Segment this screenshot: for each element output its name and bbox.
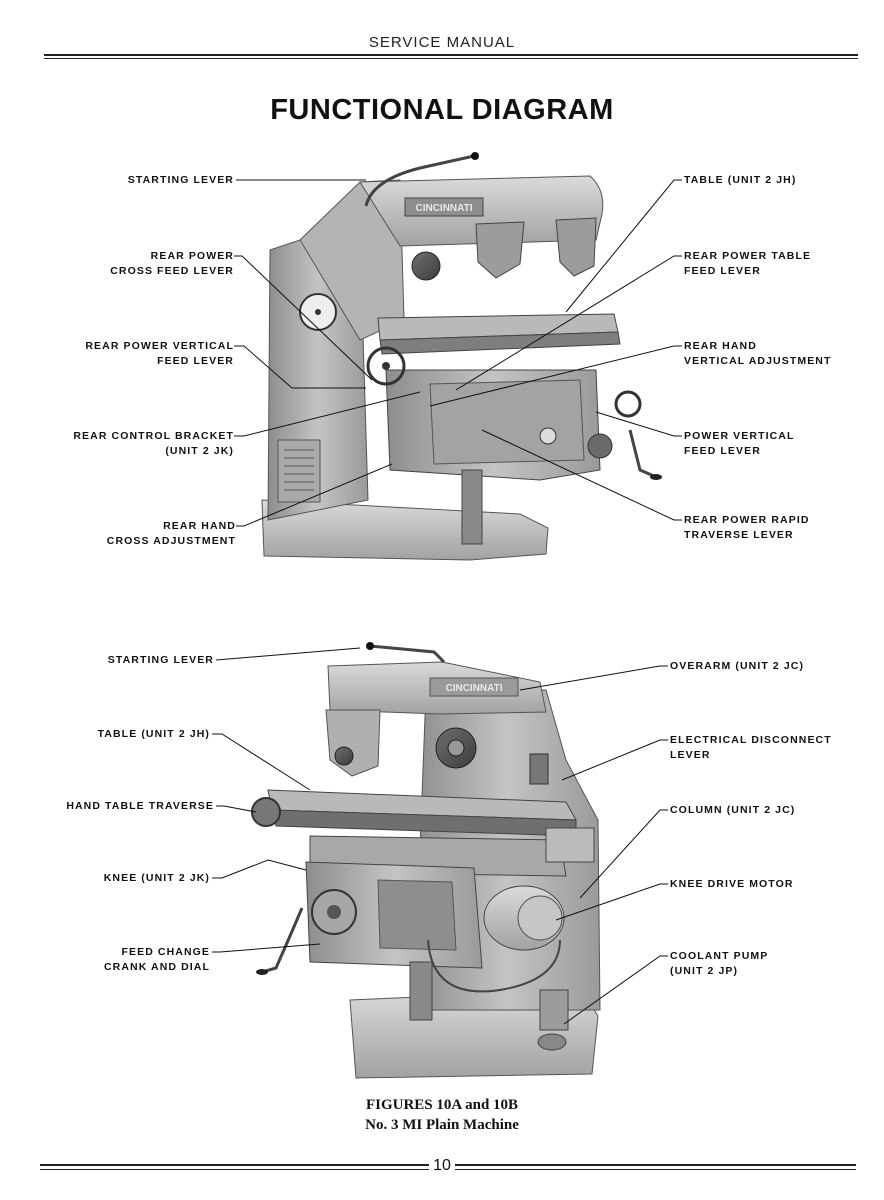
label-10b-feed-change-crank-and-dial: FEED CHANGE CRANK AND DIAL — [103, 946, 210, 973]
page-number: 10 — [0, 1157, 884, 1175]
running-header: SERVICE MANUAL — [368, 34, 516, 51]
label-10a-rear-power-cross-feed-lever: REAR POWER CROSS FEED LEVER — [110, 250, 234, 277]
label-10b-knee-unit-2jk: KNEE (UNIT 2 JK) — [103, 872, 210, 884]
figure-10b-leaders — [212, 647, 668, 1025]
label-10a-rear-power-rapid-traverse-lever: REAR POWER RAPID TRAVERSE LEVER — [684, 514, 810, 541]
label-10a-starting-lever: STARTING LEVER — [127, 174, 234, 186]
figure-caption: FIGURES 10A and 10B No. 3 MI Plain Machi… — [0, 1095, 884, 1135]
label-10b-hand-table-traverse: HAND TABLE TRAVERSE — [66, 800, 214, 812]
label-10b-electrical-disconnect-lever: ELECTRICAL DISCONNECT LEVER — [670, 734, 832, 761]
label-10b-table-unit-2jh: TABLE (UNIT 2 JH) — [97, 728, 210, 740]
brand-plate-10a: CINCINNATI — [415, 203, 472, 214]
label-10a-rear-hand-vertical-adjustment: REAR HAND VERTICAL ADJUSTMENT — [684, 340, 832, 367]
label-10b-knee-drive-motor: KNEE DRIVE MOTOR — [670, 878, 794, 890]
page-number-text: 10 — [429, 1157, 455, 1174]
header-rule-top — [44, 54, 858, 56]
label-10b-overarm-unit-2jc: OVERARM (UNIT 2 JC) — [670, 660, 805, 672]
label-10a-rear-hand-cross-adjustment: REAR HAND CROSS ADJUSTMENT — [106, 520, 236, 547]
figure-10b-machine: CINCINNATI — [251, 642, 601, 1079]
header-rule-bottom — [44, 58, 858, 59]
page-title: FUNCTIONAL DIAGRAM — [270, 94, 614, 126]
label-10a-rear-power-table-feed-lever: REAR POWER TABLE FEED LEVER — [684, 250, 812, 277]
label-10a-rear-control-bracket: REAR CONTROL BRACKET (UNIT 2 JK) — [73, 430, 234, 457]
brand-plate-10b: CINCINNATI — [445, 683, 502, 694]
label-10a-table-unit-2jh: TABLE (UNIT 2 JH) — [684, 174, 797, 186]
label-10b-column-unit-2jc: COLUMN (UNIT 2 JC) — [670, 804, 796, 816]
label-10b-coolant-pump: COOLANT PUMP (UNIT 2 JP) — [670, 950, 769, 977]
label-10a-rear-power-vertical-feed-lever: REAR POWER VERTICAL FEED LEVER — [85, 340, 234, 367]
caption-line-2: No. 3 MI Plain Machine — [365, 1117, 519, 1133]
label-10a-power-vertical-feed-lever: POWER VERTICAL FEED LEVER — [684, 430, 795, 457]
figure-10a-machine: CINCINNATI — [261, 152, 662, 561]
caption-line-1: FIGURES 10A and 10B — [365, 1097, 519, 1113]
figure-10a-leaders — [234, 179, 682, 527]
label-10b-starting-lever: STARTING LEVER — [107, 654, 214, 666]
